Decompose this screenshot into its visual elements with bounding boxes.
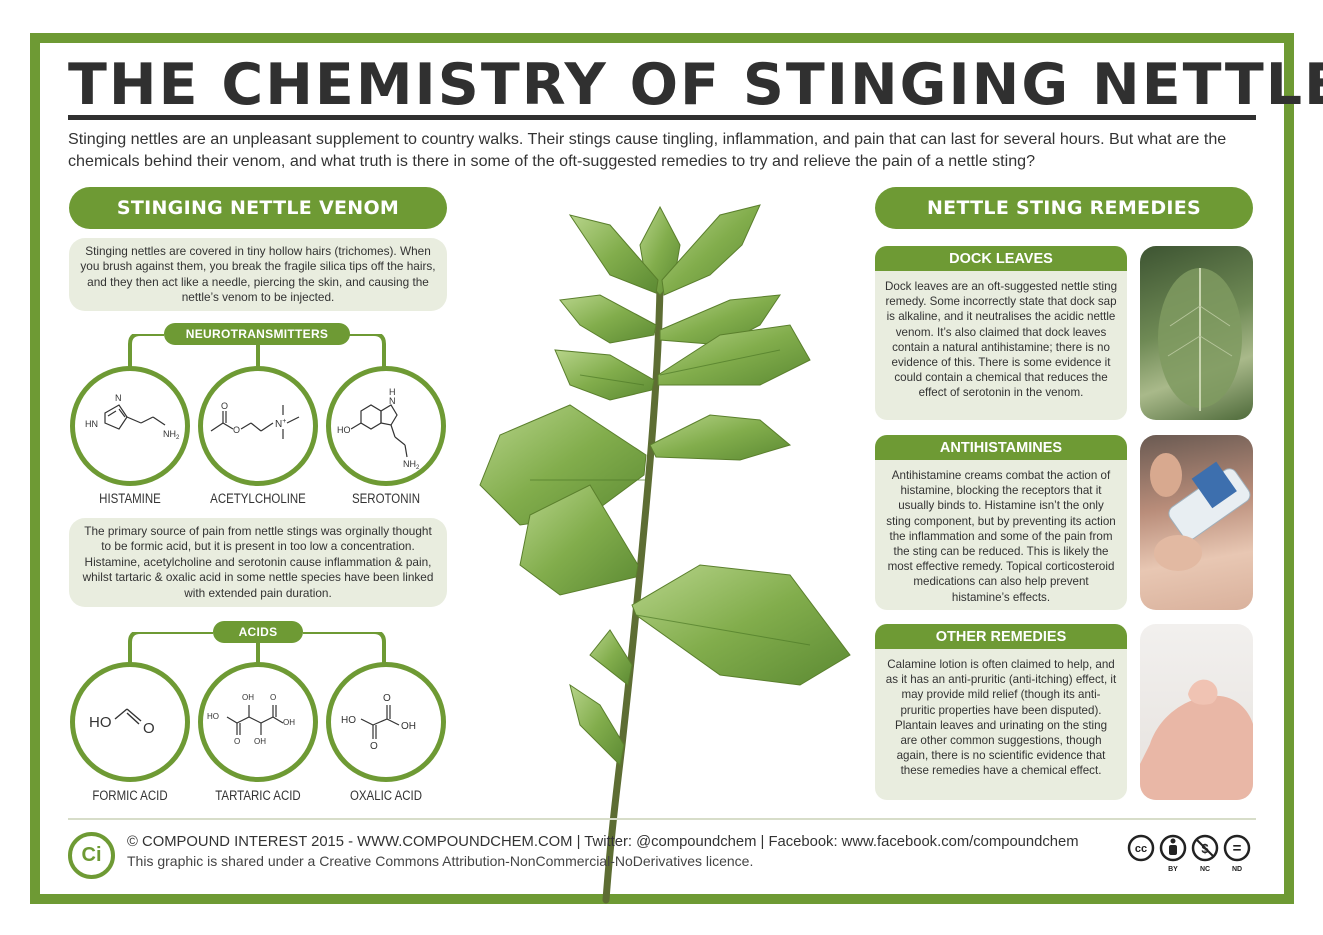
serotonin-nh2-label: NH xyxy=(403,459,416,469)
svg-text:N+: N+ xyxy=(275,418,286,430)
formic-acid-label: FORMIC ACID xyxy=(92,788,168,803)
serotonin-label: SEROTONIN xyxy=(351,491,420,506)
acids-label: ACIDS xyxy=(213,621,303,643)
nettle-leaf-mid-right-2 xyxy=(657,324,811,386)
antihistamines-card: ANTIHISTAMINES Antihistamine creams comb… xyxy=(875,435,1127,610)
histamine-n-label: N xyxy=(115,393,122,403)
nettle-stem xyxy=(602,211,664,904)
tartaric-ho-left: HO xyxy=(207,712,219,721)
compound-interest-logo: Ci xyxy=(68,832,115,879)
venom-section-header: STINGING NETTLE VENOM xyxy=(69,187,447,229)
serotonin-ho-label: HO xyxy=(337,425,351,435)
oxalic-o-bottom: O xyxy=(370,741,378,752)
tartaric-o-bottom: O xyxy=(234,737,240,746)
nettle-leaf-upper-right xyxy=(661,204,761,296)
histamine-diagram: HN N NH2 xyxy=(85,393,180,441)
venom-pain-box: The primary source of pain from nettle s… xyxy=(69,518,447,607)
histamine-nh2-label: NH xyxy=(163,429,176,439)
oxalic-acid-label: OXALIC ACID xyxy=(349,788,423,803)
acetylcholine-diagram: O O N+ xyxy=(210,401,300,439)
oxalic-o-top: O xyxy=(383,693,391,704)
venom-intro-text: Stinging nettles are covered in tiny hol… xyxy=(80,243,436,304)
creative-commons-badge: cc $ = BY NC ND xyxy=(1127,834,1251,873)
dock-leaves-title: DOCK LEAVES xyxy=(875,246,1127,271)
venom-pain-text: The primary source of pain from nettle s… xyxy=(82,523,434,600)
nettle-leaf-large-right xyxy=(631,564,851,686)
nettle-leaf-right-small xyxy=(649,414,792,461)
ach-plus-label: + xyxy=(282,418,286,425)
acetylcholine-structure: O O N+ xyxy=(198,366,318,486)
ach-carbonyl-o: O xyxy=(221,401,228,411)
dock-leaves-photo xyxy=(1140,246,1253,420)
tartaric-oh-bottom: OH xyxy=(254,737,266,746)
neurotransmitters-label: NEUROTRANSMITTERS xyxy=(164,323,350,345)
page-title: THE CHEMISTRY OF STINGING NETTLES xyxy=(68,52,1323,118)
histamine-label: HISTAMINE xyxy=(99,491,161,506)
ach-ester-o: O xyxy=(233,425,240,435)
other-remedies-card: OTHER REMEDIES Calamine lotion is often … xyxy=(875,624,1127,800)
tartaric-oh-top: OH xyxy=(242,693,254,702)
serotonin-h-label: H xyxy=(389,387,396,397)
nc-label: NC xyxy=(1200,866,1210,873)
nd-icon: = xyxy=(1233,840,1242,857)
nettle-leaf-mid-left-1 xyxy=(559,294,657,344)
by-icon xyxy=(1169,838,1177,855)
tartaric-acid-label: TARTARIC ACID xyxy=(215,788,301,803)
remedies-section-header: NETTLE STING REMEDIES xyxy=(875,187,1253,229)
tartaric-acid-diagram: HO OH O O OH OH xyxy=(207,693,295,746)
acetylcholine-label: ACETYLCHOLINE xyxy=(210,491,306,506)
svg-text:NH2: NH2 xyxy=(403,459,420,471)
histamine-sub2: 2 xyxy=(176,435,180,441)
serotonin-structure: HO H N NH2 xyxy=(326,366,446,486)
formic-o-label: O xyxy=(143,720,155,737)
title-underline xyxy=(68,115,1256,120)
venom-intro-box: Stinging nettles are covered in tiny hol… xyxy=(69,238,447,311)
svg-text:HN: HN xyxy=(85,419,98,429)
cream-tube-image xyxy=(1150,453,1251,571)
formic-ho-label: HO xyxy=(89,714,112,731)
nettle-plant-illustration xyxy=(479,204,851,904)
by-label: BY xyxy=(1168,866,1178,873)
oxalic-acid-diagram: HO O O OH xyxy=(341,693,416,752)
tartaric-o-top: O xyxy=(270,693,276,702)
footer-credits: © COMPOUND INTEREST 2015 - WWW.COMPOUNDC… xyxy=(127,834,1079,850)
ach-n-label: N xyxy=(275,419,282,430)
histamine-structure: HN N NH2 xyxy=(70,366,190,486)
footer-licence: This graphic is shared under a Creative … xyxy=(127,853,754,869)
oxalic-ho-label: HO xyxy=(341,715,356,726)
cc-icon: cc xyxy=(1135,843,1147,855)
nettle-leaf-large-left xyxy=(479,404,647,526)
nettle-leaf-upper-left xyxy=(568,214,659,294)
histamine-h-label: H xyxy=(85,419,92,429)
antihistamines-text: Antihistamine creams combat the action o… xyxy=(886,469,1116,604)
nd-label: ND xyxy=(1232,866,1242,873)
calamine-lotion-image xyxy=(1140,679,1253,800)
formic-acid-diagram: HO O xyxy=(89,708,155,737)
nettle-leaf-lower-left xyxy=(519,484,639,596)
antihistamines-photo xyxy=(1140,435,1253,610)
nettle-leaf-small-lower xyxy=(589,629,633,686)
serotonin-n-label: N xyxy=(389,396,396,406)
nettle-leaf-mid-left-2 xyxy=(554,349,655,401)
intro-paragraph: Stinging nettles are an unpleasant suppl… xyxy=(68,130,1227,170)
dock-leaves-card: DOCK LEAVES Dock leaves are an oft-sugge… xyxy=(875,246,1127,420)
other-remedies-text: Calamine lotion is often claimed to help… xyxy=(885,658,1117,778)
oxalic-oh-label: OH xyxy=(401,721,416,732)
histamine-hn-label: N xyxy=(92,419,99,429)
other-remedies-title: OTHER REMEDIES xyxy=(875,624,1127,649)
footer-divider xyxy=(68,818,1256,820)
tartaric-oh-right: OH xyxy=(283,718,295,727)
dock-leaf-image xyxy=(1158,268,1242,411)
dock-leaves-text: Dock leaves are an oft-suggested nettle … xyxy=(885,280,1118,400)
nettle-leaf-bottom xyxy=(569,683,625,767)
nettle-leaf-mid-right-1 xyxy=(659,294,782,346)
other-remedies-photo xyxy=(1140,624,1253,800)
svg-text:NH2: NH2 xyxy=(163,429,180,441)
serotonin-diagram: HO H N NH2 xyxy=(337,387,420,471)
oxalic-acid-structure: HO O O OH xyxy=(326,662,446,782)
formic-acid-structure: HO O xyxy=(70,662,190,782)
antihistamines-title: ANTIHISTAMINES xyxy=(875,435,1127,460)
tartaric-acid-structure: HO OH O O OH OH xyxy=(198,662,318,782)
serotonin-sub2: 2 xyxy=(416,465,420,471)
